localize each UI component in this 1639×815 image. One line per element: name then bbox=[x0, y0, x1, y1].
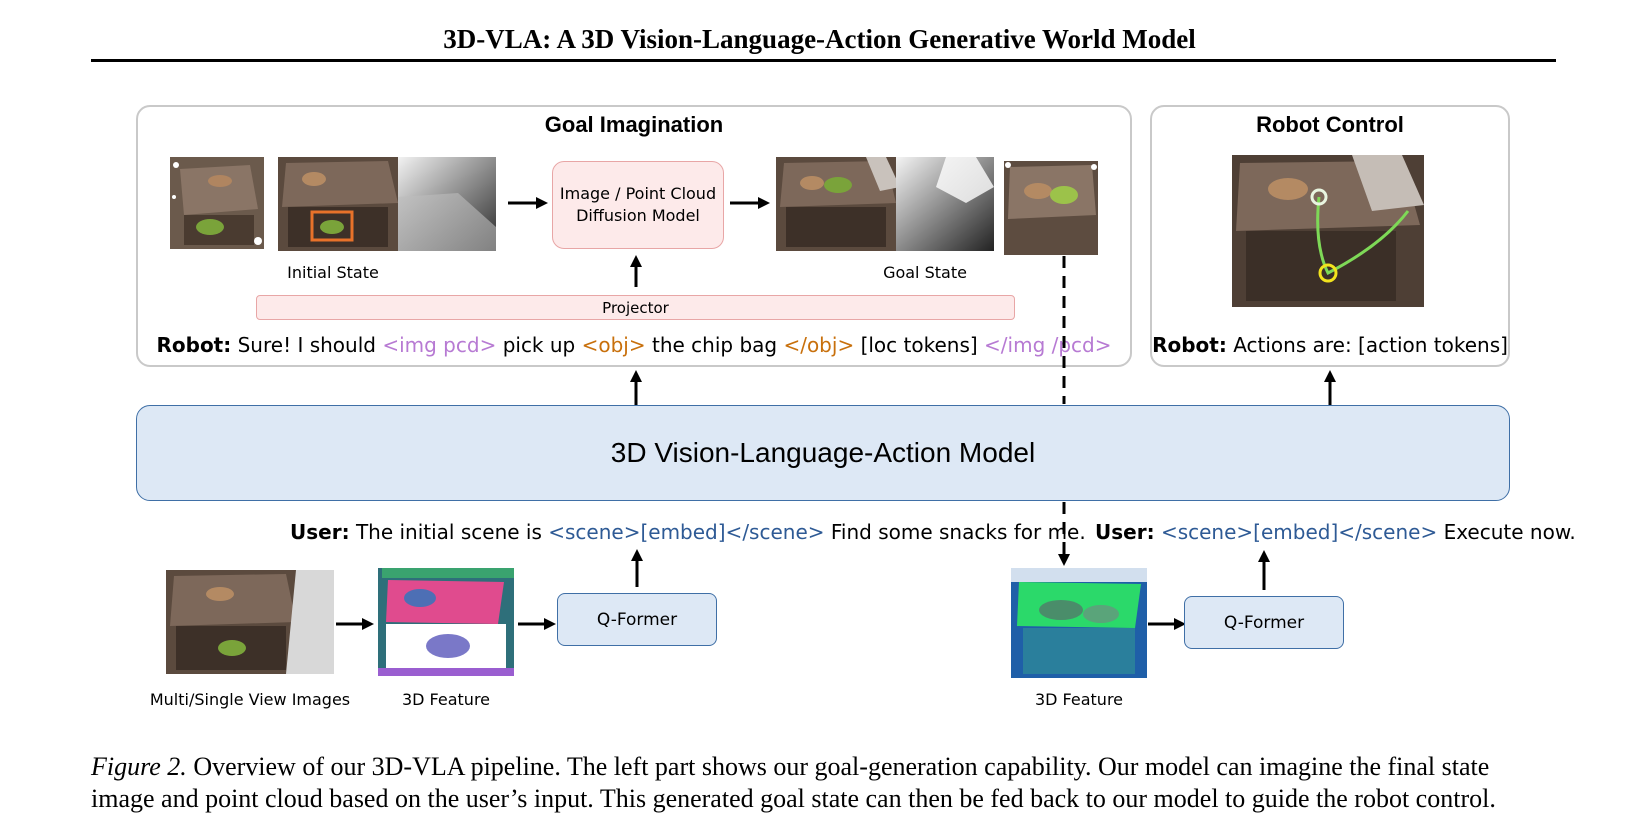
3d-feature-label-right: 3D Feature bbox=[1034, 690, 1124, 709]
img-pcd-token: <img pcd> bbox=[382, 333, 497, 357]
dashed-feedback-arrow bbox=[1058, 256, 1070, 566]
arrow-model-to-control bbox=[1324, 370, 1336, 406]
loc-tokens: [loc tokens] bbox=[860, 333, 978, 357]
title-rule bbox=[91, 59, 1556, 62]
goal-imagination-title: Goal Imagination bbox=[544, 112, 724, 137]
user-right-text: Execute now. bbox=[1443, 520, 1576, 544]
user-left-text-1: The initial scene is bbox=[355, 520, 542, 544]
arrow-model-to-goal bbox=[630, 370, 642, 406]
caption-line-1: Figure 2. Overview of our 3D-VLA pipelin… bbox=[91, 751, 1561, 783]
control-robot-prefix: Robot: bbox=[1152, 333, 1227, 357]
robot-prefix: Robot: bbox=[156, 333, 232, 357]
3d-feature-label-left: 3D Feature bbox=[401, 690, 491, 709]
diffusion-line1: Image / Point Cloud bbox=[559, 184, 717, 203]
control-robot-text: Actions are: [action tokens] bbox=[1233, 333, 1508, 357]
initial-pointcloud-image bbox=[170, 157, 264, 249]
figure-caption: Figure 2. Overview of our 3D-VLA pipelin… bbox=[91, 751, 1561, 815]
scene-embed-token-left: <scene>[embed]</scene> bbox=[548, 520, 825, 544]
initial-state-label: Initial State bbox=[287, 263, 379, 282]
img-pcd-close-token: </img /pcd> bbox=[984, 333, 1112, 357]
arrow-qformer-left-up bbox=[631, 549, 643, 587]
robot-text-2: pick up bbox=[502, 333, 576, 357]
robot-text-1: Sure! I should bbox=[237, 333, 376, 357]
arrow-projector-to-diffusion bbox=[630, 255, 642, 287]
arrow-feature-to-qformer-right bbox=[1148, 618, 1186, 630]
arrow-to-diffusion bbox=[508, 197, 548, 209]
projector-box: Projector bbox=[256, 295, 1015, 320]
goal-depth-image bbox=[896, 157, 994, 251]
user-prefix-right: User: bbox=[1095, 520, 1155, 544]
control-robot-sentence: Robot: Actions are: [action tokens] bbox=[1150, 333, 1510, 357]
goal-state-rgb-image bbox=[776, 157, 900, 251]
arrow-feature-to-qformer-left bbox=[518, 618, 556, 630]
robot-text-3: the chip bag bbox=[651, 333, 778, 357]
caption-line-2: image and point cloud based on the user’… bbox=[91, 784, 1496, 813]
diffusion-model-box: Image / Point Cloud Diffusion Model bbox=[552, 161, 724, 249]
robot-control-title: Robot Control bbox=[1256, 112, 1404, 137]
obj-open-token: <obj> bbox=[581, 333, 646, 357]
user-sentence-right: User: <scene>[embed]</scene> Execute now… bbox=[1095, 520, 1576, 544]
arrow-images-to-feature-left bbox=[336, 618, 374, 630]
caption-label: Figure 2. bbox=[91, 752, 187, 781]
goal-state-label: Goal State bbox=[883, 263, 967, 282]
user-prefix-left: User: bbox=[290, 520, 350, 544]
arrow-from-diffusion bbox=[730, 197, 770, 209]
initial-state-rgb-image bbox=[278, 157, 402, 251]
multi-view-label: Multi/Single View Images bbox=[149, 690, 351, 709]
feature-map-right-image bbox=[1011, 568, 1147, 678]
qformer-right-box: Q-Former bbox=[1184, 596, 1344, 649]
qformer-left-box: Q-Former bbox=[557, 593, 717, 646]
caption-text-1: Overview of our 3D-VLA pipeline. The lef… bbox=[193, 752, 1490, 781]
feature-map-left-image bbox=[378, 568, 514, 676]
user-sentence-left: User: The initial scene is <scene>[embed… bbox=[290, 520, 1086, 544]
goal-robot-sentence: Robot: Sure! I should <img pcd> pick up … bbox=[136, 333, 1132, 357]
diffusion-line2: Diffusion Model bbox=[576, 206, 700, 225]
obj-close-token: </obj> bbox=[783, 333, 855, 357]
initial-depth-image bbox=[398, 157, 496, 251]
arrow-qformer-right-up bbox=[1258, 550, 1270, 590]
user-left-text-2: Find some snacks for me. bbox=[830, 520, 1086, 544]
scene-embed-token-right: <scene>[embed]</scene> bbox=[1160, 520, 1438, 544]
goal-pointcloud-image bbox=[1004, 161, 1098, 255]
robot-trajectory-image bbox=[1232, 155, 1424, 307]
vla-model-box: 3D Vision-Language-Action Model bbox=[136, 405, 1510, 501]
multi-view-image bbox=[166, 570, 334, 674]
paper-title: 3D-VLA: A 3D Vision-Language-Action Gene… bbox=[443, 24, 1196, 54]
